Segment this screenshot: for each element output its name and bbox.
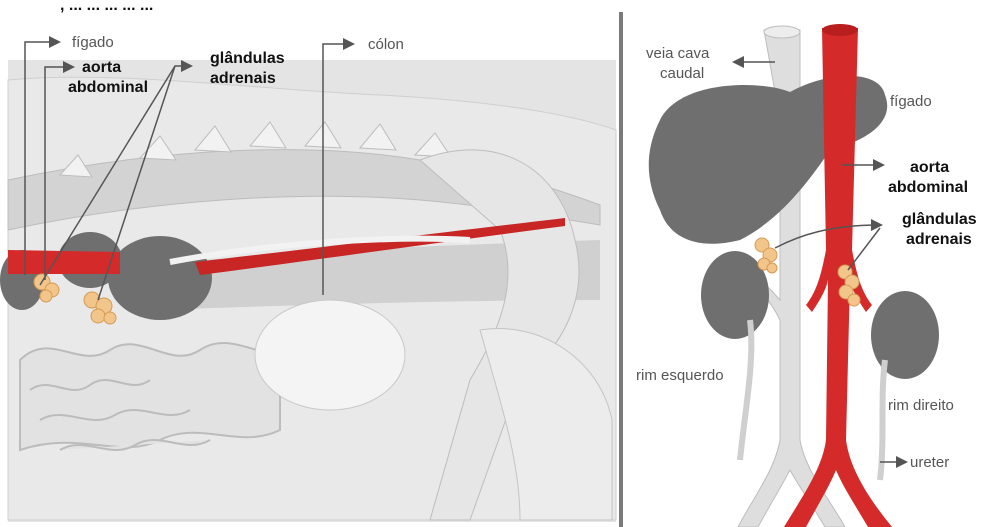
- vena-cava-top: [764, 26, 800, 38]
- aorta-top: [822, 24, 858, 36]
- label-adrenal-left-1: glândulas: [210, 50, 285, 67]
- label-vena-cava-2: caudal: [660, 65, 704, 82]
- label-adrenal-right-2: adrenais: [906, 231, 972, 248]
- label-right-kidney: rim direito: [888, 397, 954, 414]
- panel-divider: [619, 12, 623, 527]
- label-aorta-right-2: abdominal: [888, 179, 968, 196]
- bladder: [255, 300, 405, 410]
- left-panel: fígado aorta abdominal glândulas adrenai…: [0, 34, 616, 522]
- caption-cut-off: , ... ... ... ... ...: [60, 0, 153, 14]
- ureter-left: [740, 320, 751, 460]
- label-aorta-left-2: abdominal: [68, 79, 148, 96]
- label-liver-right: fígado: [890, 93, 932, 110]
- label-adrenal-left-2: adrenais: [210, 70, 276, 87]
- label-adrenal-right-1: glândulas: [902, 211, 977, 228]
- label-ureter: ureter: [910, 454, 949, 471]
- label-left-kidney: rim esquerdo: [636, 367, 724, 384]
- kidney-right: [871, 291, 939, 379]
- label-aorta-right-1: aorta: [910, 159, 949, 176]
- label-liver-left: fígado: [72, 34, 114, 51]
- label-aorta-left-1: aorta: [82, 59, 121, 76]
- label-vena-cava-1: veia cava: [646, 45, 710, 62]
- right-panel: veia cava caudal fígado aorta abdominal …: [636, 24, 977, 527]
- label-colon-left: cólon: [368, 36, 404, 53]
- intestines: [20, 343, 280, 450]
- kidney-left-view-2: [108, 236, 212, 320]
